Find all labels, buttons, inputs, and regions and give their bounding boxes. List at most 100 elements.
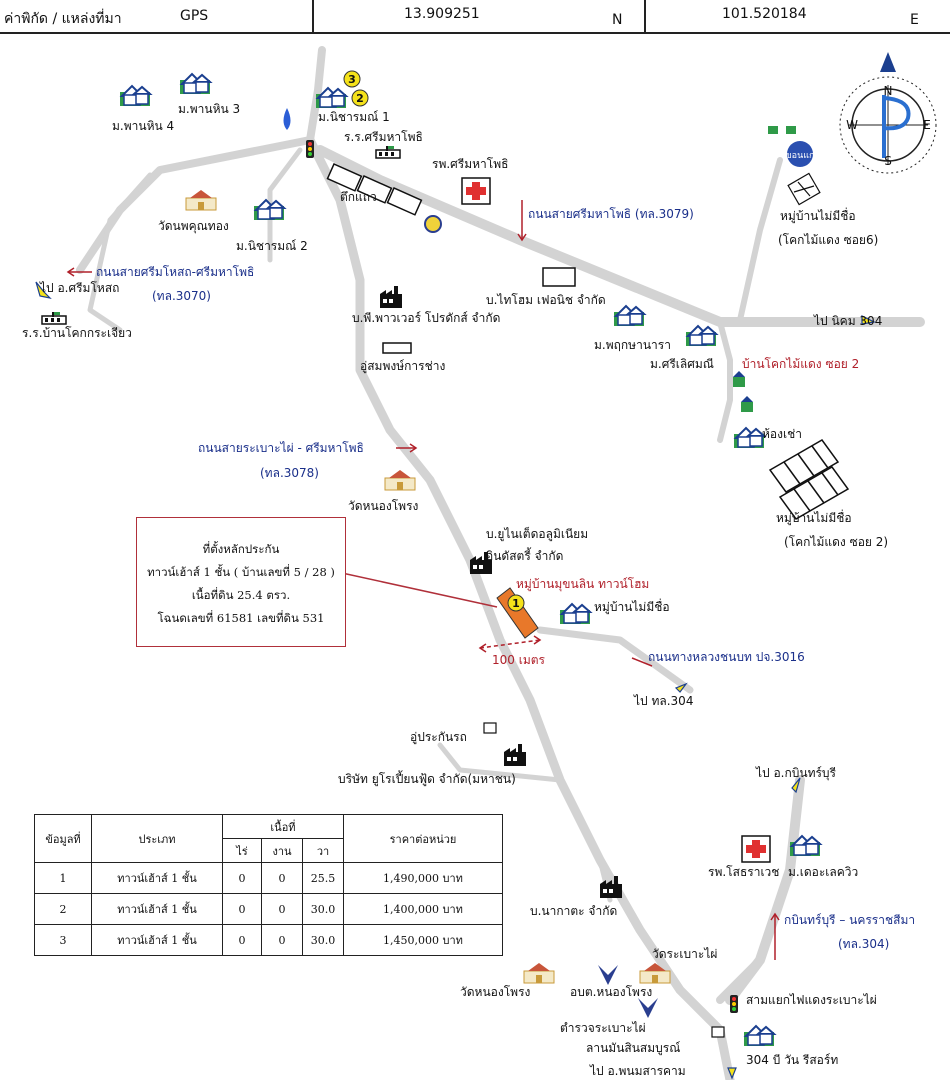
cell-no: 2 <box>34 893 92 925</box>
callout-line-4: โฉนดเลขที่ 61581 เลขที่ดิน 531 <box>157 611 325 625</box>
garage-building <box>382 342 412 354</box>
label-304-resort: 304 บี วัน รีสอร์ท <box>746 1053 838 1067</box>
factory-icon <box>380 286 402 308</box>
col-header-price: ราคาต่อหน่วย <box>343 814 503 863</box>
factory-icon <box>504 744 526 766</box>
label-road-3079: ถนนสายศรีมหาโพธิ (ทล.3079) <box>528 207 694 221</box>
label-wat-rabophai: วัดระเบาะไผ่ <box>652 947 717 961</box>
khanom-text: ขอนแก่ <box>786 151 815 161</box>
coordinate-header: ค่าพิกัด / แหล่งที่มา GPS 13.909251 N 10… <box>0 0 950 34</box>
marker-1-text: 1 <box>512 597 520 610</box>
label-m-nisarom2: ม.นิชารมณ์ 2 <box>236 239 308 253</box>
longitude-direction: E <box>910 12 919 28</box>
direction-arrows <box>35 281 876 1080</box>
cell-rai: 0 <box>222 924 262 956</box>
compass-e: E <box>923 118 931 132</box>
callout-leader-line <box>341 572 498 608</box>
map-canvas: 1 2 3 <box>22 46 937 1080</box>
label-lan-man: ลานมันสินสมบูรณ์ <box>586 1041 680 1056</box>
collateral-callout: ที่ตั้งหลักประกัน ทาวน์เฮ้าส์ 1 ชั้น ( บ… <box>136 517 346 647</box>
latitude-direction: N <box>612 12 623 28</box>
road-soi6 <box>737 157 783 323</box>
col-header-rai: ไร่ <box>222 838 262 863</box>
cell-price: 1,400,000 บาท <box>343 893 503 925</box>
road-3079 <box>315 145 925 327</box>
source-value: GPS <box>180 8 209 24</box>
label-m-srileson: ม.ศรีเลิศมณี <box>650 357 714 371</box>
compass-p-glyph <box>882 95 911 158</box>
cell-price: 1,490,000 บาท <box>343 862 503 894</box>
road-304 <box>725 775 805 1005</box>
shophouse-block <box>326 163 423 216</box>
label-to-phanom: ไป อ.พนมสารคาม <box>589 1064 686 1078</box>
label-to-srimahosot: ไป อ.ศรีมโหสถ <box>39 281 119 295</box>
label-mb-unnamed2-a: หมู่บ้านไม่มีชื่อ <box>776 509 852 526</box>
arrow-icon <box>674 682 688 693</box>
side-road-europefood <box>437 742 563 783</box>
cell-type: ทาวน์เฮ้าส์ 1 ชั้น <box>91 893 223 925</box>
village-grid <box>787 172 821 206</box>
house-icon <box>733 427 765 449</box>
government-emblem-icon <box>598 965 618 985</box>
cell-wa: 25.5 <box>302 862 344 894</box>
label-road-3078-a: ถนนสายระเบาะไผ่ - ศรีมหาโพธิ <box>198 441 364 455</box>
comparable-marker-1: 1 <box>507 594 525 612</box>
house-icon <box>559 603 591 625</box>
label-mb-muchalin: หมู่บ้านมุขนลิน ทาวน์โฮม <box>516 577 649 592</box>
label-united-al-a: บ.ยูไนเต็ดอลูมิเนียม <box>486 526 588 542</box>
table-row: 3 ทาวน์เฮ้าส์ 1 ชั้น 0 0 30.0 1,450,000 … <box>34 924 503 956</box>
compass-rose: N S E W <box>839 52 937 174</box>
annotation-arrows <box>66 200 780 960</box>
house-icon <box>253 199 285 221</box>
small-house-icon <box>733 126 796 412</box>
label-police-rabophai: ตำรวจระเบาะไผ่ <box>560 1021 646 1035</box>
table-row: 2 ทาวน์เฮ้าส์ 1 ชั้น 0 0 30.0 1,400,000 … <box>34 893 503 925</box>
marker-3-text: 3 <box>348 73 356 86</box>
label-junction-rabophai: สามแยกไฟแดงระเบาะไผ่ <box>746 993 877 1007</box>
comparable-marker-2: 2 <box>351 89 369 107</box>
hospital-icon <box>461 177 491 205</box>
arrow-icon <box>727 1067 737 1080</box>
label-road-3016: ถนนทางหลวงชนบท ปจ.3016 <box>648 650 805 664</box>
khanom-badge: ขอนแก่ <box>786 141 815 167</box>
road-3016 <box>536 626 694 694</box>
comparables-table: ข้อมูลที่ ประเภท เนื้อที่ ราคาต่อหน่วย ไ… <box>34 814 503 956</box>
compass-s: S <box>884 154 892 168</box>
label-m-phrueksa: ม.พฤกษานารา <box>594 338 671 352</box>
marker-2-text: 2 <box>356 92 364 105</box>
comparable-marker-3: 3 <box>343 70 361 88</box>
label-road-3070-a: ถนนสายศรีมโหสถ-ศรีมหาโพธิ <box>96 265 254 279</box>
road-soi2 <box>717 319 733 443</box>
label-mb-unnamed2-b: (โคกไม้แดง ซอย 2) <box>784 535 888 549</box>
label-road-304-b: (ทล.304) <box>838 937 889 951</box>
label-thaihome: บ.ไทโฮม เฟอนิช จำกัด <box>486 293 606 307</box>
cell-no: 3 <box>34 924 92 956</box>
label-m-panhin3: ม.พานหิน 3 <box>178 102 240 116</box>
label-mb-unnamed6-a: หมู่บ้านไม่มีชื่อ <box>780 207 856 224</box>
col-header-ngan: งาน <box>261 838 303 863</box>
house-icon <box>613 305 645 327</box>
house-icon <box>179 73 211 95</box>
house-icon <box>685 325 717 347</box>
cell-rai: 0 <box>222 893 262 925</box>
label-wat-nongphrong: วัดหนองโพรง <box>348 499 418 513</box>
label-mb-unnamed: หมู่บ้านไม่มีชื่อ <box>594 598 670 615</box>
col-header-wa: วา <box>302 838 344 863</box>
arrow-icon <box>35 281 52 299</box>
label-united-al-b: อินดัสตรี้ จำกัด <box>486 547 563 563</box>
side-road-nisarom <box>267 147 303 263</box>
north-arrow-icon <box>880 52 896 72</box>
compass-n: N <box>884 84 893 98</box>
label-u-prakan: อู่ประกันรถ <box>410 730 467 745</box>
label-hospital-srimahaphot: รพ.ศรีมหาโพธิ <box>432 157 508 171</box>
cell-wa: 30.0 <box>302 893 344 925</box>
police-emblem-icon <box>638 998 658 1018</box>
cell-ngan: 0 <box>261 924 303 956</box>
road-junction <box>716 956 764 1004</box>
source-cell: ค่าพิกัด / แหล่งที่มา GPS <box>0 0 314 32</box>
label-ban-khok-soi2: บ้านโคกไม้แดง ซอย 2 <box>742 357 859 371</box>
label-m-thelakeview: ม.เดอะเลควิว <box>788 865 858 879</box>
label-nakata: บ.นากาตะ จำกัด <box>530 904 617 918</box>
callout-line-3: เนื้อที่ดิน 25.4 ตรว. <box>191 588 291 602</box>
col-header-no: ข้อมูลที่ <box>34 814 92 863</box>
